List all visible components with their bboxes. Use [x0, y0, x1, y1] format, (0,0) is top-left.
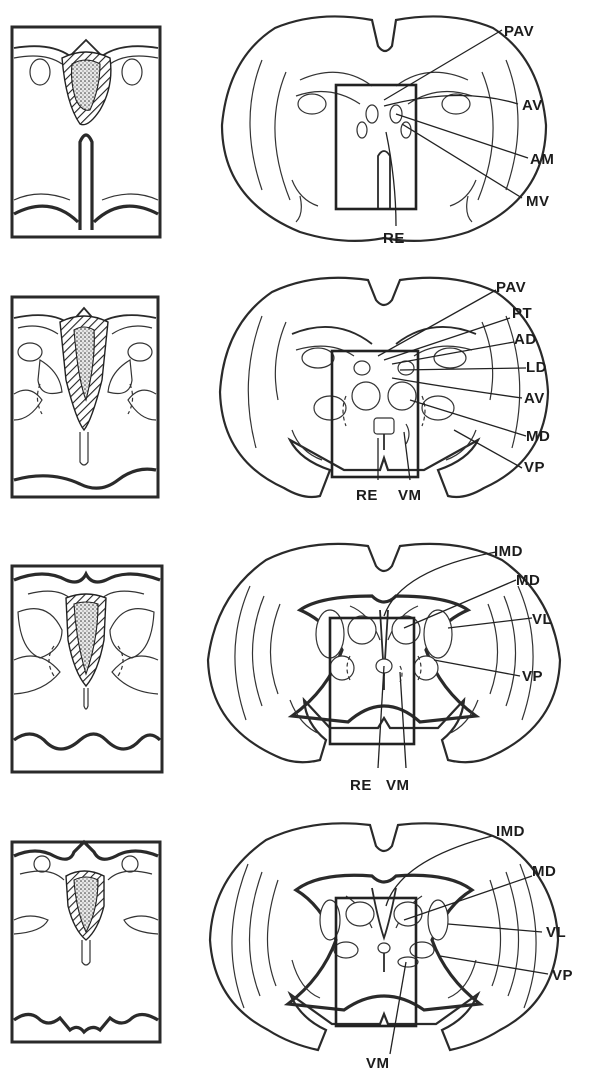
label-vm: VM — [386, 777, 410, 794]
label-vp: VP — [524, 459, 545, 476]
label-re: RE — [356, 487, 378, 504]
inset-4 — [12, 842, 160, 1042]
label-mv: MV — [526, 193, 550, 210]
brain-section-4: IMD MD VL VP VM — [210, 823, 573, 1072]
label-pt: PT — [512, 305, 532, 322]
label-ld: LD — [526, 359, 547, 376]
section-3: IMD MD VL VP RE VM — [12, 543, 560, 794]
label-vm: VM — [398, 487, 422, 504]
label-re: RE — [350, 777, 372, 794]
label-vp: VP — [522, 668, 543, 685]
label-md: MD — [526, 428, 550, 445]
section-1: PAV AV AM MV RE — [12, 16, 554, 247]
label-vl: VL — [532, 611, 552, 628]
brain-section-3: IMD MD VL VP RE VM — [208, 543, 560, 794]
label-ad: AD — [514, 331, 537, 348]
brain-section-2: PAV PT AD LD AV MD VP RE VM — [220, 278, 550, 504]
label-av: AV — [522, 97, 543, 114]
label-md: MD — [516, 572, 540, 589]
label-md: MD — [532, 863, 556, 880]
label-pav: PAV — [504, 23, 534, 40]
brain-section-1: PAV AV AM MV RE — [222, 16, 554, 247]
inset-3 — [12, 566, 162, 772]
label-vp: VP — [552, 967, 573, 984]
label-imd: IMD — [496, 823, 525, 840]
section-4: IMD MD VL VP VM — [12, 823, 573, 1072]
label-av: AV — [524, 390, 545, 407]
inset-2 — [12, 297, 158, 497]
label-vm: VM — [366, 1055, 390, 1072]
inset-1 — [12, 27, 160, 237]
label-imd: IMD — [494, 543, 523, 560]
label-vl: VL — [546, 924, 566, 941]
section-2: PAV PT AD LD AV MD VP RE VM — [12, 278, 550, 504]
label-re: RE — [383, 230, 405, 247]
label-pav: PAV — [496, 279, 526, 296]
label-am: AM — [530, 151, 554, 168]
